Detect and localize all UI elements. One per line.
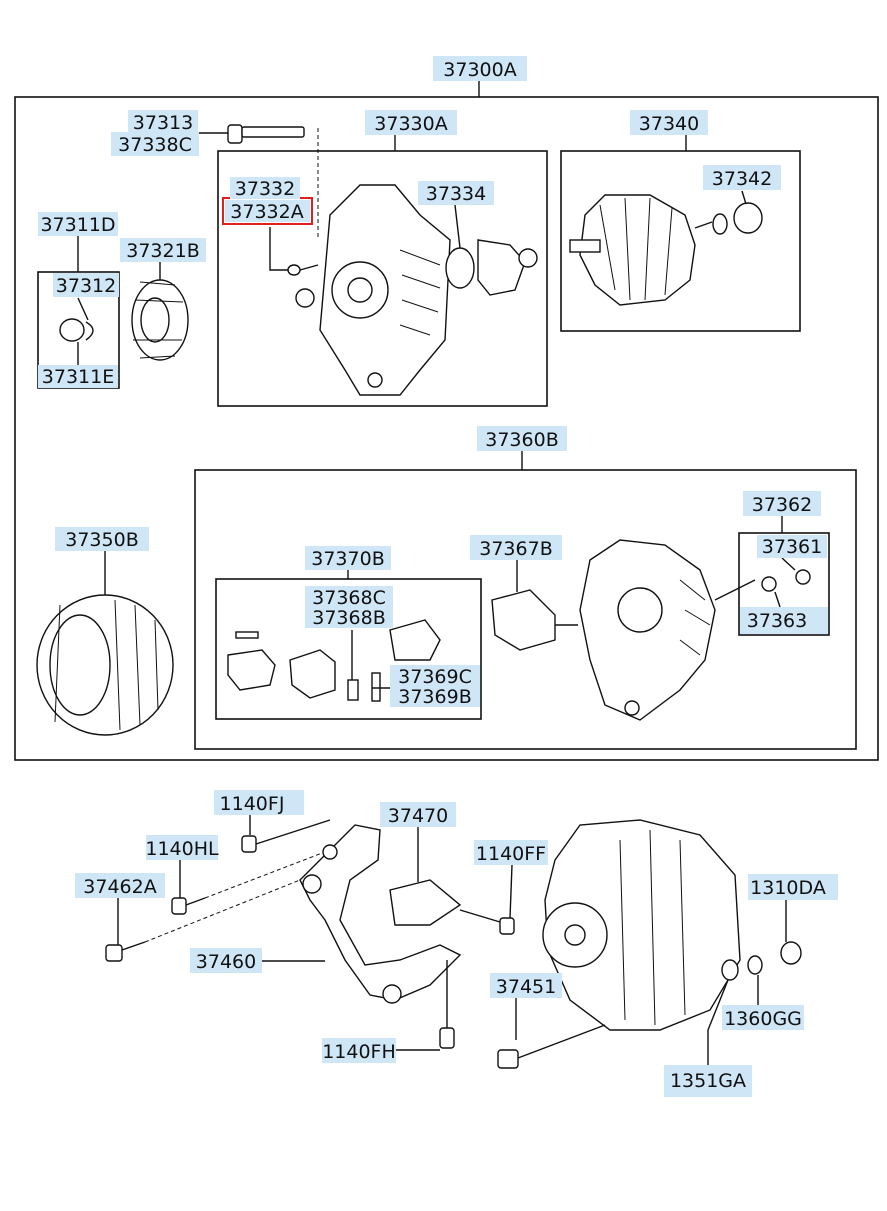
bolt-1140FH bbox=[396, 960, 455, 1051]
part-number-text: 37368B bbox=[312, 607, 385, 629]
part-label-37368B[interactable]: 37368B bbox=[305, 606, 393, 629]
part-label-37370B[interactable]: 37370B bbox=[305, 546, 391, 570]
mounting-bolts bbox=[105, 815, 331, 962]
part-number-text: 1351GA bbox=[670, 1070, 746, 1092]
part-number-text: 37332 bbox=[235, 178, 295, 200]
alternator-assembly-frame bbox=[14, 96, 879, 761]
front-bracket-part bbox=[295, 184, 451, 396]
part-label-37369B[interactable]: 37369B bbox=[390, 685, 480, 708]
rear-bracket-part bbox=[579, 539, 756, 721]
part-number-text: 37350B bbox=[65, 529, 138, 551]
part-number-text: 37462A bbox=[83, 876, 156, 898]
part-label-37460[interactable]: 37460 bbox=[190, 948, 262, 973]
part-number-text: 37330A bbox=[374, 113, 447, 135]
part-number-text: 1310DA bbox=[750, 877, 826, 899]
part-number-text: 37362 bbox=[752, 494, 812, 516]
part-label-1360GG[interactable]: 1360GG bbox=[722, 1005, 804, 1030]
part-number-text: 37311D bbox=[40, 214, 115, 236]
part-label-37321B[interactable]: 37321B bbox=[120, 238, 206, 262]
adjusting-bracket-part bbox=[262, 824, 462, 1004]
part-number-text: 37363 bbox=[747, 610, 807, 632]
part-number-text: 37460 bbox=[196, 951, 256, 973]
part-number-text: 1140HL bbox=[145, 838, 219, 860]
part-label-37350B[interactable]: 37350B bbox=[55, 527, 149, 551]
part-number-text: 1140FJ bbox=[220, 793, 285, 815]
bracket-assembly-frame bbox=[217, 150, 548, 407]
part-label-37311E[interactable]: 37311E bbox=[38, 365, 118, 388]
terminal-nut-frame bbox=[738, 532, 830, 636]
part-label-37361[interactable]: 37361 bbox=[757, 535, 827, 558]
part-number-text: 37332A bbox=[230, 201, 303, 223]
part-number-text: 37367B bbox=[479, 538, 552, 560]
part-label-37338C[interactable]: 37338C bbox=[111, 132, 199, 156]
bracket-37470-part bbox=[389, 827, 515, 935]
screw-part bbox=[269, 227, 319, 276]
rear-bracket-assembly-frame bbox=[194, 469, 857, 750]
part-number-text: 37360B bbox=[485, 429, 558, 451]
part-label-37340[interactable]: 37340 bbox=[630, 110, 708, 135]
part-label-37342[interactable]: 37342 bbox=[703, 165, 781, 190]
part-label-1140FH[interactable]: 1140FH bbox=[322, 1038, 396, 1063]
part-number-text: 37369C bbox=[398, 666, 472, 688]
part-label-37300A[interactable]: 37300A bbox=[433, 56, 527, 81]
terminal-nut-part bbox=[761, 557, 811, 608]
part-label-37363[interactable]: 37363 bbox=[740, 607, 828, 634]
part-label-37362[interactable]: 37362 bbox=[743, 491, 821, 516]
part-label-37330A[interactable]: 37330A bbox=[365, 110, 457, 135]
part-label-1140HL[interactable]: 1140HL bbox=[145, 835, 219, 860]
rotor-part bbox=[569, 190, 763, 306]
part-number-text: 37313 bbox=[133, 112, 193, 134]
part-label-37313[interactable]: 37313 bbox=[128, 110, 198, 134]
nut-washers bbox=[707, 900, 802, 1065]
part-number-text: 37334 bbox=[426, 183, 486, 205]
part-label-37334[interactable]: 37334 bbox=[418, 181, 494, 205]
part-number-text: 37311E bbox=[42, 366, 114, 388]
part-number-text: 37368C bbox=[312, 587, 386, 609]
part-label-1351GA[interactable]: 1351GA bbox=[664, 1065, 752, 1097]
part-label-37311D[interactable]: 37311D bbox=[38, 212, 118, 236]
part-number-text: 37338C bbox=[118, 134, 192, 156]
rotor-assembly-frame bbox=[560, 150, 801, 332]
pulley-part bbox=[131, 262, 189, 361]
part-number-text: 37451 bbox=[496, 976, 556, 998]
part-label-37369C[interactable]: 37369C bbox=[390, 665, 480, 688]
part-label-1140FJ[interactable]: 1140FJ bbox=[214, 790, 304, 815]
part-number-text: 37470 bbox=[388, 805, 448, 827]
part-number-text: 37321B bbox=[126, 240, 199, 262]
part-label-37451[interactable]: 37451 bbox=[490, 973, 562, 998]
part-label-37462A[interactable]: 37462A bbox=[75, 873, 165, 898]
long-bolt-37451 bbox=[497, 998, 606, 1069]
part-number-text: 1140FF bbox=[476, 843, 546, 865]
regulator-part bbox=[491, 560, 578, 651]
part-label-37360B[interactable]: 37360B bbox=[477, 426, 567, 451]
alternator-body-part bbox=[542, 819, 741, 1031]
part-label-37312[interactable]: 37312 bbox=[53, 273, 119, 297]
part-label-37368C[interactable]: 37368C bbox=[305, 586, 393, 609]
part-number-text: 1360GG bbox=[724, 1008, 802, 1030]
part-label-1140FF[interactable]: 1140FF bbox=[474, 840, 548, 865]
part-number-text: 1140FH bbox=[322, 1041, 396, 1063]
part-number-text: 37312 bbox=[56, 275, 116, 297]
brush-holder-parts bbox=[227, 619, 441, 702]
part-label-1310DA[interactable]: 1310DA bbox=[748, 874, 838, 900]
part-label-37367B[interactable]: 37367B bbox=[470, 535, 562, 560]
part-number-text: 37369B bbox=[398, 686, 471, 708]
stator-part bbox=[36, 551, 174, 736]
through-bolt-part bbox=[199, 124, 319, 240]
bearing-plate-part bbox=[445, 204, 538, 296]
part-label-37470[interactable]: 37470 bbox=[380, 802, 456, 827]
pulley-nut-part bbox=[59, 297, 94, 365]
part-number-text: 37361 bbox=[762, 536, 822, 558]
part-number-text: 37370B bbox=[311, 548, 384, 570]
part-number-text: 37340 bbox=[639, 113, 699, 135]
part-number-text: 37300A bbox=[443, 59, 516, 81]
part-label-37332A[interactable]: 37332A bbox=[225, 200, 310, 223]
part-label-37332[interactable]: 37332 bbox=[230, 177, 300, 200]
part-number-text: 37342 bbox=[712, 168, 772, 190]
